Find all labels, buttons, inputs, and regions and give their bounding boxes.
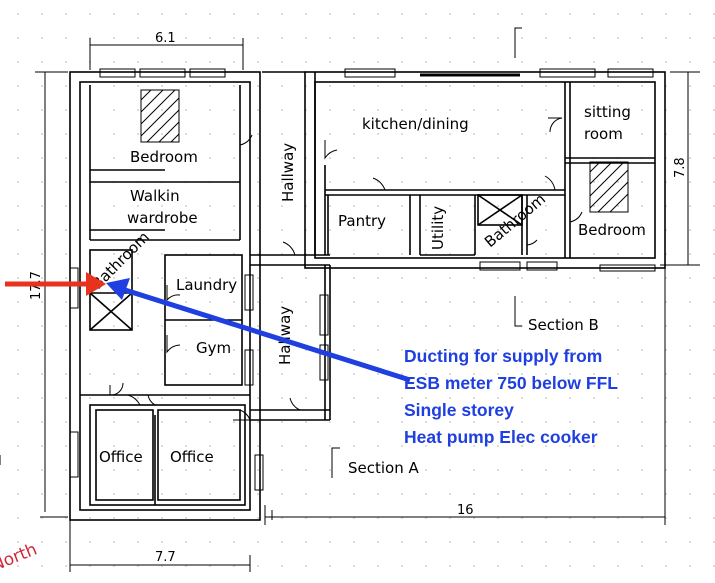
blue-arrow xyxy=(106,278,411,383)
room-office-2: Office xyxy=(170,448,214,466)
note-line-4: Heat pump Elec cooker xyxy=(404,427,598,447)
room-hallway-bottom: Hallway xyxy=(276,306,294,365)
note-line-3: Single storey xyxy=(404,400,514,420)
annotation-note: Ducting for supply from ESB meter 750 be… xyxy=(404,343,618,451)
section-a-label: Section A xyxy=(348,459,419,477)
room-sitting-line2: room xyxy=(584,125,623,143)
red-arrow xyxy=(5,272,106,296)
room-pantry: Pantry xyxy=(338,212,386,230)
section-b-label: Section B xyxy=(528,316,599,334)
room-hallway-top: Hallway xyxy=(279,143,297,202)
dim-right-height: 7.8 xyxy=(673,157,688,178)
room-utility: Utility xyxy=(429,206,447,250)
dim-top-width: 6.1 xyxy=(155,31,176,46)
room-sitting-line1: sitting xyxy=(584,103,631,121)
room-walkin-line1: Walkin xyxy=(130,187,180,205)
room-gym: Gym xyxy=(196,339,231,357)
north-label: North xyxy=(0,540,40,576)
windows xyxy=(69,68,656,491)
dimension-lines xyxy=(0,38,700,572)
note-line-1: Ducting for supply from xyxy=(404,346,603,366)
room-bedroom-left: Bedroom xyxy=(130,148,198,166)
door-swings xyxy=(109,117,583,421)
walls xyxy=(69,71,666,521)
dim-bottom-width: 7.7 xyxy=(155,550,176,565)
room-laundry: Laundry xyxy=(176,276,237,294)
room-office-1: Office xyxy=(99,448,143,466)
room-walkin-line2: wardrobe xyxy=(127,209,198,227)
room-bedroom-right: Bedroom xyxy=(578,221,646,239)
note-line-2: ESB meter 750 below FFL xyxy=(404,373,618,393)
section-markers xyxy=(271,27,522,520)
dim-bottom-length: 16 xyxy=(457,503,474,518)
bed-hatch xyxy=(140,89,629,213)
room-kitchen: kitchen/dining xyxy=(362,115,469,133)
